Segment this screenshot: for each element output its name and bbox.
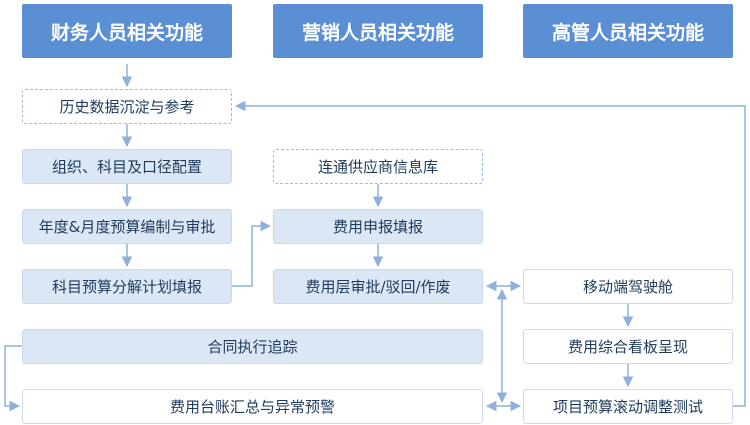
node-expense-report: 费用申报填报 [273,209,483,244]
header-executive: 高管人员相关功能 [523,4,733,58]
node-org-config: 组织、科目及口径配置 [22,149,232,184]
node-history-reference: 历史数据沉淀与参考 [22,89,232,124]
node-supplier-db: 连通供应商信息库 [273,149,483,184]
node-subject-plan: 科目预算分解计划填报 [22,269,232,304]
node-dashboard: 费用综合看板呈现 [523,329,733,364]
header-finance: 财务人员相关功能 [22,4,232,58]
node-expense-approval: 费用层审批/驳回/作废 [273,269,483,304]
header-marketing: 营销人员相关功能 [273,4,483,58]
node-rolling-test: 项目预算滚动调整测试 [523,389,733,424]
node-mobile-cockpit: 移动端驾驶舱 [523,269,733,304]
node-ledger-alert: 费用台账汇总与异常预警 [22,389,483,424]
arrow-subject-to-expense-report [232,220,272,287]
node-budget-approval: 年度&月度预算编制与审批 [22,209,232,244]
node-contract-tracking: 合同执行追踪 [22,329,483,364]
arrow-contract-to-ledger [4,345,22,412]
